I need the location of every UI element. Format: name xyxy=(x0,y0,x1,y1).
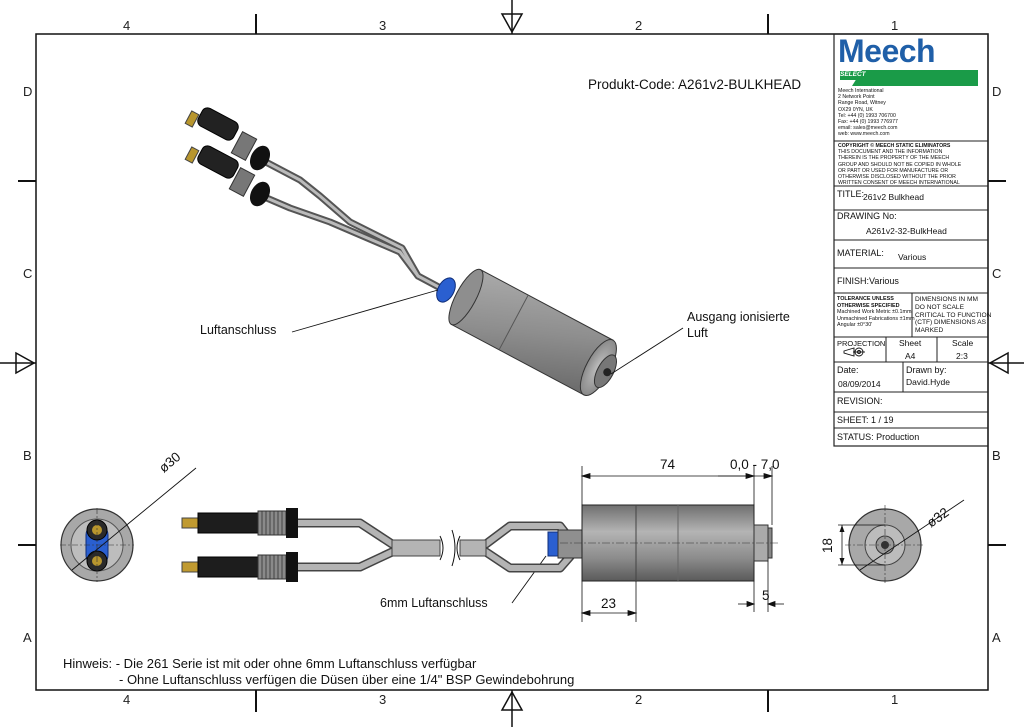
callout-6mm-air-connection: 6mm Luftanschluss xyxy=(380,596,488,610)
title-value: 261v2 Bulkhead xyxy=(863,192,924,202)
title-label: TITLE: xyxy=(837,189,865,199)
meech-logo xyxy=(838,70,978,86)
iso-blue-seal xyxy=(436,277,456,303)
product-code: Produkt-Code: A261v2-BULKHEAD xyxy=(588,77,802,92)
iso-connector-lower xyxy=(184,145,271,207)
callout-air-connection: Luftanschluss xyxy=(200,323,277,337)
drawing-no-label: DRAWING No: xyxy=(837,211,897,221)
dimension-74: 74 xyxy=(660,457,676,472)
revision-label: REVISION: xyxy=(837,396,883,406)
grid-row-label: D xyxy=(23,84,33,99)
dimension-5: 5 xyxy=(762,588,770,603)
end-view-left xyxy=(60,467,197,582)
grid-row-label: A xyxy=(23,630,32,645)
dimension-18: 18 xyxy=(820,537,835,553)
grid-row-label: B xyxy=(23,448,32,463)
iso-connector-upper xyxy=(184,107,271,171)
company-address: Meech International 2 Network Point Rang… xyxy=(838,88,898,138)
grid-row-label: A xyxy=(992,630,1001,645)
isometric-view xyxy=(184,107,617,396)
grid-col-label: 3 xyxy=(379,692,387,707)
grid-col-label: 4 xyxy=(123,692,131,707)
projection-symbol xyxy=(843,347,865,357)
title-block-lines xyxy=(834,140,988,429)
grid-row-label: B xyxy=(992,448,1001,463)
dimension-23: 23 xyxy=(601,596,617,611)
meech-logo-text: Meech xyxy=(838,33,936,69)
status-label: STATUS: Production xyxy=(837,432,920,442)
date-label: Date: xyxy=(837,365,859,375)
grid-col-label: 4 xyxy=(123,18,131,33)
copyright-notice: COPYRIGHT © MEECH STATIC ELIMINATORS THI… xyxy=(838,143,962,187)
sheet-size-label: Sheet xyxy=(899,338,922,348)
grid-row-label: C xyxy=(23,266,33,281)
side-dimensions xyxy=(580,466,784,622)
grid-col-label: 2 xyxy=(635,692,643,707)
drawing-no-value: A261v2-32-BulkHead xyxy=(866,226,947,236)
date-value: 08/09/2014 xyxy=(838,379,881,389)
material-value: Various xyxy=(898,252,927,262)
grid-col-label: 1 xyxy=(891,692,899,707)
grid-row-label: C xyxy=(992,266,1002,281)
scale-label: Scale xyxy=(952,338,974,348)
note-line-1: Hinweis: - Die 261 Serie ist mit oder oh… xyxy=(63,656,477,671)
grid-col-label: 2 xyxy=(635,18,643,33)
iso-cylinder xyxy=(448,268,617,396)
dimensions-note: DIMENSIONS IN MM DO NOT SCALE CRITICAL T… xyxy=(915,296,992,335)
grid-row-label: D xyxy=(992,84,1002,99)
grid-ticks xyxy=(18,14,1006,712)
meech-logo-subtext: SELECT xyxy=(840,71,866,78)
dimension-range: 0,0 - 7,0 xyxy=(730,457,780,472)
projection-label: PROJECTION xyxy=(837,339,886,348)
drawn-by-label: Drawn by: xyxy=(906,365,947,375)
material-label: MATERIAL: xyxy=(837,248,884,258)
callout-ionised-air-outlet: Ausgang ionisierte xyxy=(687,310,790,324)
end-view-right xyxy=(838,499,965,585)
finish-label: FINISH:Various xyxy=(837,276,899,286)
tolerance-note: TOLERANCE UNLESS OTHERWISE SPECIFIED Mac… xyxy=(837,296,915,329)
grid-col-label: 1 xyxy=(891,18,899,33)
title-block-border xyxy=(833,33,989,447)
scale-value: 2:3 xyxy=(956,351,968,361)
iso-tubes-highlight xyxy=(260,158,450,294)
side-view xyxy=(181,504,780,582)
sheet-count: SHEET: 1 / 19 xyxy=(837,415,894,425)
note-line-2: - Ohne Luftanschluss verfügen die Düsen … xyxy=(119,672,575,687)
callout-ionised-air-outlet-2: Luft xyxy=(687,326,708,340)
sheet-size-value: A4 xyxy=(905,351,916,361)
grid-col-label: 3 xyxy=(379,18,387,33)
drawn-by-value: David.Hyde xyxy=(906,377,950,387)
